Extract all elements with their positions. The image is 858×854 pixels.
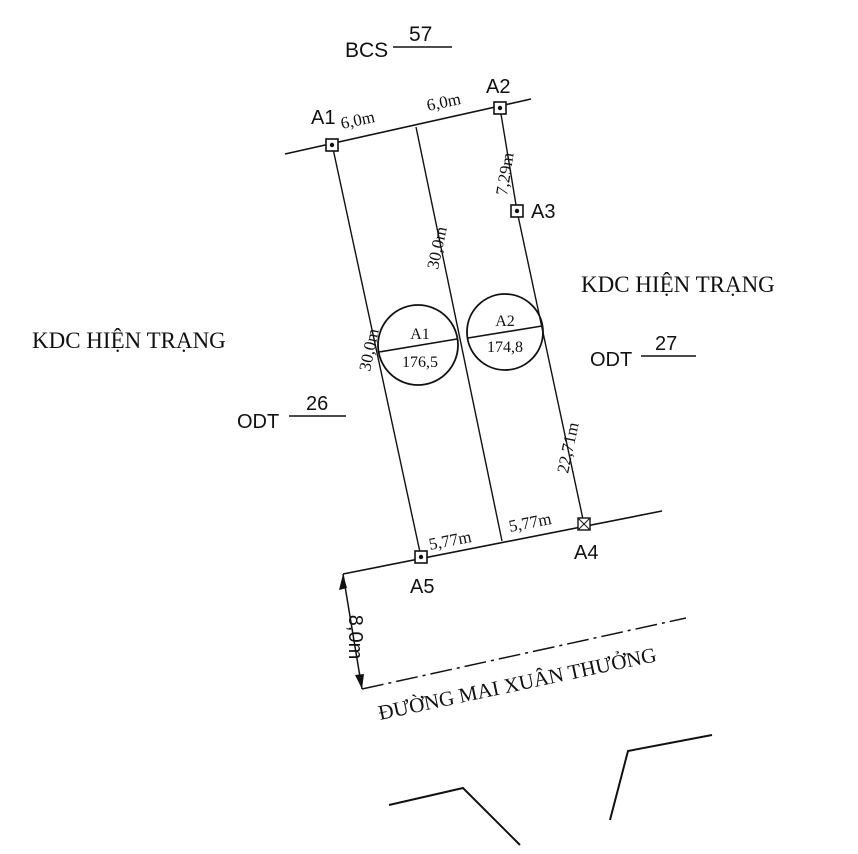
parcel-a2-divider (467, 325, 543, 339)
parcel-a1: A1 176,5 (377, 304, 459, 386)
parcel-a1-area: 176,5 (402, 354, 438, 371)
marker-a5 (414, 550, 428, 564)
neighbor-left-label: KDC HIỆN TRẠNG (32, 328, 226, 353)
survey-markers (325, 101, 591, 564)
marker-a3 (510, 204, 524, 218)
parcel-a1-circle (377, 304, 459, 386)
parcel-a2-circle (466, 293, 544, 371)
point-label-a5: A5 (410, 576, 434, 598)
dim-bottom-right: 5,77m (507, 509, 553, 536)
marker-a2 (493, 101, 507, 115)
dim-top-right: 6,0m (425, 89, 463, 115)
road-arrow-bottom (355, 674, 364, 689)
road-centerline (361, 617, 687, 690)
road-arrow-top (339, 574, 347, 590)
road: 8,0m ĐƯỜNG MAI XUÂN THƯỞNG (339, 573, 713, 846)
point-label-a2: A2 (486, 76, 510, 98)
land-left-number: 26 (306, 393, 328, 415)
land-right-prefix: ODT (590, 349, 632, 371)
middle-divider-line (415, 126, 503, 542)
parcel-a1-divider (378, 338, 458, 353)
road-dimension-line (342, 573, 363, 690)
bottom-boundary-line (342, 510, 663, 575)
left-boundary-line (331, 143, 422, 558)
parcel-a1-id: A1 (410, 326, 430, 343)
dim-middle: 30,0m (423, 225, 451, 271)
land-left-label: ODT 26 (237, 393, 346, 433)
land-left-prefix: ODT (237, 411, 279, 433)
road-edge-right (609, 734, 713, 821)
a2-a3-boundary-line (499, 107, 518, 212)
neighbor-right-label: KDC HIỆN TRẠNG (581, 272, 775, 297)
point-label-a1: A1 (311, 107, 335, 129)
top-lot-label: BCS 57 (345, 23, 452, 62)
parcel-a2-area: 174,8 (487, 339, 523, 356)
marker-a4 (577, 517, 591, 531)
point-label-a4: A4 (574, 542, 598, 564)
top-lot-number: 57 (409, 23, 432, 46)
neighbor-labels: KDC HIỆN TRẠNG KDC HIỆN TRẠNG ODT 26 ODT… (32, 272, 775, 433)
road-width-label: 8,0m (344, 615, 366, 659)
point-labels: A1 A2 A3 A4 A5 (311, 76, 598, 598)
dimension-labels: 6,0m 6,0m 7,29m 30,0m 30,0m 22,71m 5,77m… (339, 89, 583, 554)
dim-right-lower: 22,71m (553, 421, 582, 475)
top-lot-prefix: BCS (345, 39, 388, 62)
point-label-a3: A3 (531, 201, 555, 223)
road-edge-left (388, 786, 521, 846)
parcel-a2: A2 174,8 (466, 293, 544, 371)
marker-a1 (325, 138, 339, 152)
land-right-number: 27 (655, 333, 677, 355)
land-right-label: ODT 27 (590, 333, 696, 371)
dim-top-left: 6,0m (339, 107, 377, 133)
parcel-a2-id: A2 (495, 313, 515, 330)
right-boundary-line (516, 210, 585, 525)
